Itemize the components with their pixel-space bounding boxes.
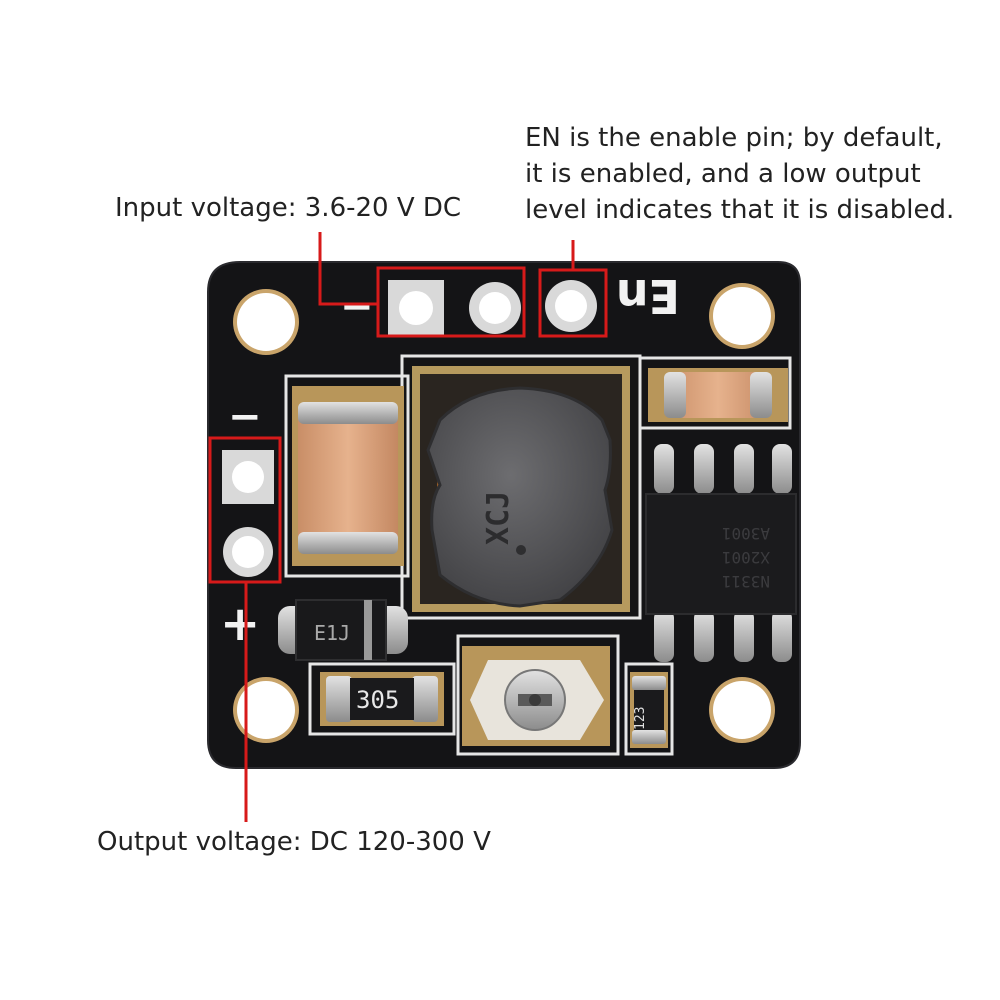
capacitor-large <box>292 386 404 566</box>
enable-pad <box>545 280 597 332</box>
diode: E1J <box>278 599 408 661</box>
inductor: XCJ <box>412 366 630 612</box>
mounting-holes <box>233 283 775 743</box>
input-leader-line <box>318 232 378 306</box>
ic-chip: A3001 X2001 N3311 <box>645 444 797 662</box>
resistor-marking: 305 <box>356 686 399 714</box>
diode-marking: E1J <box>314 621 350 645</box>
annotation-lines <box>208 232 608 822</box>
silkscreen-marks: − En − + <box>220 269 792 756</box>
output-plus-mark: + <box>220 596 260 652</box>
output-pads <box>222 450 274 577</box>
output-minus-mark: − <box>228 394 262 440</box>
enable-pin-line-3: level indicates that it is disabled. <box>525 195 955 225</box>
chip-marking-line-3: N3311 <box>722 572 770 591</box>
chip-marking-line-2: X2001 <box>722 548 770 567</box>
enable-pin-line-2: it is enabled, and a low output <box>525 159 921 189</box>
input-pads <box>388 280 521 336</box>
trimmer-potentiometer <box>462 646 610 746</box>
enable-pin-callout: EN is the enable pin; by default, it is … <box>525 120 954 228</box>
enable-silk-label: En <box>616 269 680 323</box>
input-voltage-label: Input voltage: 3.6-20 V DC <box>115 193 462 223</box>
output-voltage-label: Output voltage: DC 120-300 V <box>97 827 491 857</box>
small-resistor-marking: 123 <box>633 707 648 730</box>
output-voltage-callout: Output voltage: DC 120-300 V <box>97 824 491 860</box>
capacitor-small <box>648 368 788 422</box>
inductor-marking: XCJ <box>481 491 516 545</box>
resistor: 305 <box>320 672 444 726</box>
input-voltage-callout: Input voltage: 3.6-20 V DC <box>115 190 461 226</box>
small-resistor: 123 <box>630 672 668 748</box>
input-pins-highlight-box <box>376 266 526 338</box>
enable-pin-line-1: EN is the enable pin; by default, <box>525 123 943 153</box>
chip-marking-line-1: A3001 <box>722 524 770 543</box>
input-minus-mark: − <box>340 284 374 330</box>
